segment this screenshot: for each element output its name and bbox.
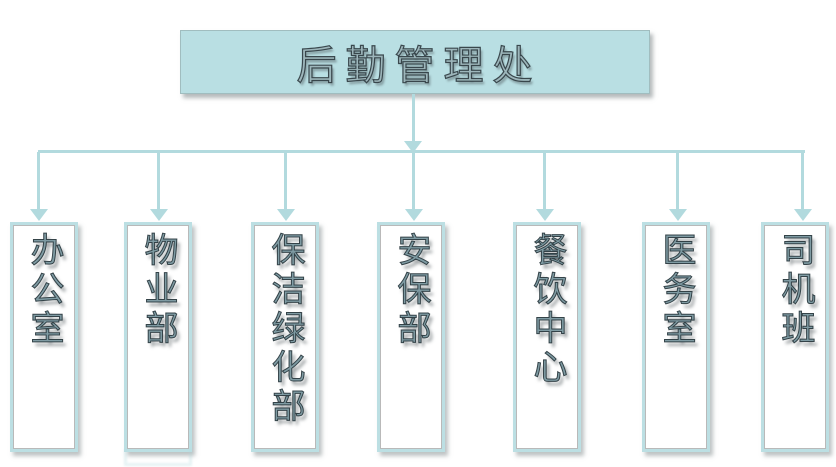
connector-drop-medical-room xyxy=(676,152,679,209)
connector-drop-security xyxy=(412,152,415,209)
connector-stem xyxy=(412,94,415,141)
dept-node-label: 医务室 xyxy=(656,232,697,350)
connector-drop-property xyxy=(157,152,160,209)
connector-drop-driver-team xyxy=(801,152,804,209)
connector-horizontal xyxy=(38,150,805,153)
connector-drop-cleaning-greening xyxy=(284,152,287,209)
dept-node-label: 办公室 xyxy=(24,232,65,350)
dept-node-security: 安保部 xyxy=(377,222,445,452)
dept-node-office: 办公室 xyxy=(10,222,78,452)
dept-node-cleaning-greening: 保洁绿化部 xyxy=(251,222,319,452)
dept-node-label: 安保部 xyxy=(391,232,432,350)
root-node: 后勤管理处 xyxy=(180,30,650,94)
dept-node-property: 物业部 xyxy=(124,222,192,452)
dept-node-driver-team: 司机班 xyxy=(761,222,829,452)
dept-node-label: 司机班 xyxy=(775,232,816,350)
dept-node-medical-room: 医务室 xyxy=(642,222,710,452)
dept-node-label: 餐饮中心 xyxy=(527,232,568,389)
dept-node-catering-center: 餐饮中心 xyxy=(513,222,581,452)
root-node-label: 后勤管理处 xyxy=(296,42,542,89)
connector-drop-office xyxy=(37,152,40,209)
dept-node-label: 保洁绿化部 xyxy=(265,232,306,428)
connector-drop-catering-center xyxy=(543,152,546,209)
dept-node-label: 物业部 xyxy=(138,232,179,350)
